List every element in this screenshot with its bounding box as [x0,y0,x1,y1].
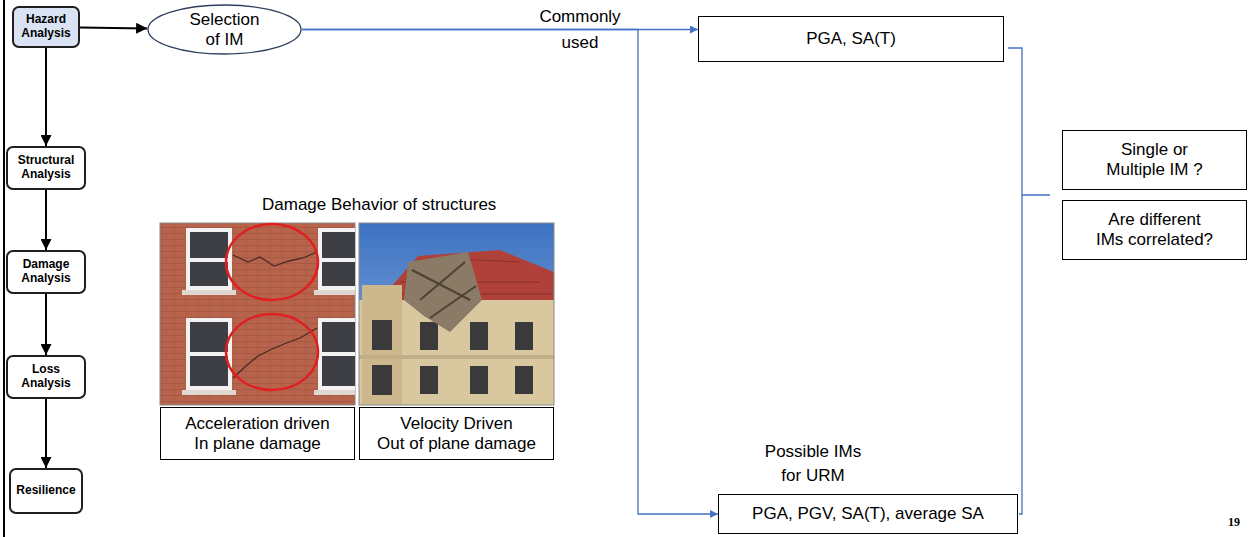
brick-wall-photo [160,223,355,405]
damaged-building-photo [359,223,554,405]
process-box: Resilience [9,468,83,514]
node-text: Hazard Analysis [18,13,74,41]
connector-arrow [45,294,47,355]
node-text: Single or Multiple IM ? [1102,140,1207,179]
connector-arrow [45,399,47,468]
node-text: Out of plane damage [377,434,536,454]
connector-arrow [80,27,147,30]
page-number: 19 [1222,515,1246,529]
connector-arrow [45,190,47,250]
node-text: Are different IMs correlated? [1093,210,1217,249]
selection-ellipse: Selection of IM [147,4,302,55]
damage-type-box: Velocity DrivenOut of plane damage [359,407,554,460]
process-box: Structural Analysis [6,146,86,190]
edge-label: Commonly used [535,4,625,56]
node-text: Velocity Driven [400,414,512,434]
question-box: Are different IMs correlated? [1062,200,1247,260]
node-text: Damage Analysis [13,258,79,286]
bracket [1008,48,1050,514]
annotation-label: Possible IMs for URM [758,440,868,488]
im-box: PGA, SA(T) [698,16,1004,62]
node-text: Resilience [16,484,75,498]
node-text: Selection of IM [185,10,265,49]
node-text: PGA, SA(T) [806,29,896,49]
process-box: Damage Analysis [6,250,86,294]
question-box: Single or Multiple IM ? [1062,130,1247,190]
connector-arrow [302,30,718,515]
damage-type-box: Acceleration drivenIn plane damage [160,407,355,460]
node-text: Structural Analysis [13,154,79,182]
process-box: Hazard Analysis [12,6,80,48]
connector-arrow [45,48,47,146]
node-text: PGA, PGV, SA(T), average SA [752,504,984,524]
annotation-label: Damage Behavior of structures [262,195,496,215]
node-text: Acceleration driven [185,414,330,434]
process-box: Loss Analysis [6,355,86,399]
node-text: In plane damage [194,434,321,454]
node-text: Loss Analysis [13,363,79,391]
side-rule [3,0,5,537]
im-box: PGA, PGV, SA(T), average SA [718,494,1018,534]
